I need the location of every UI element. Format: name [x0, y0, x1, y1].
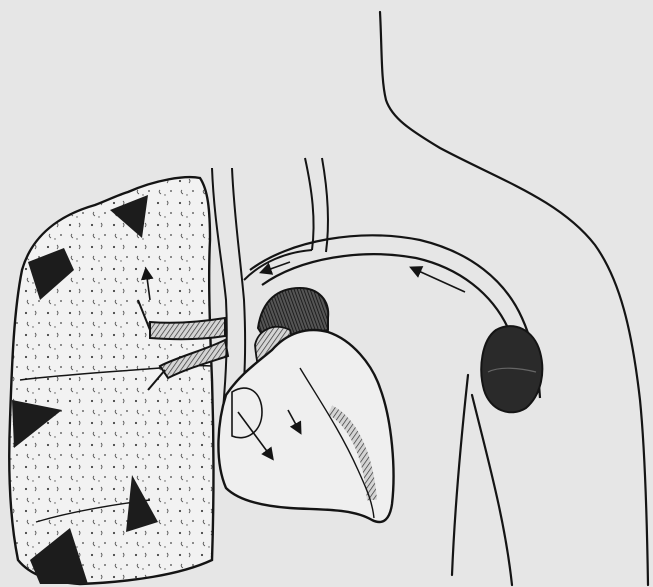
arm-line	[472, 395, 512, 585]
lung	[9, 177, 213, 584]
lung-outline	[9, 177, 213, 584]
jugular-vein	[305, 158, 314, 250]
vena-cava-left-wall	[212, 168, 227, 420]
body-outline	[380, 12, 648, 585]
neck-line	[380, 12, 648, 585]
jugular-vein-wall	[322, 158, 328, 252]
flow-arrow	[412, 268, 465, 292]
lymph-node	[481, 326, 542, 412]
lymph-node-body	[481, 326, 542, 412]
chest-line	[452, 375, 468, 575]
